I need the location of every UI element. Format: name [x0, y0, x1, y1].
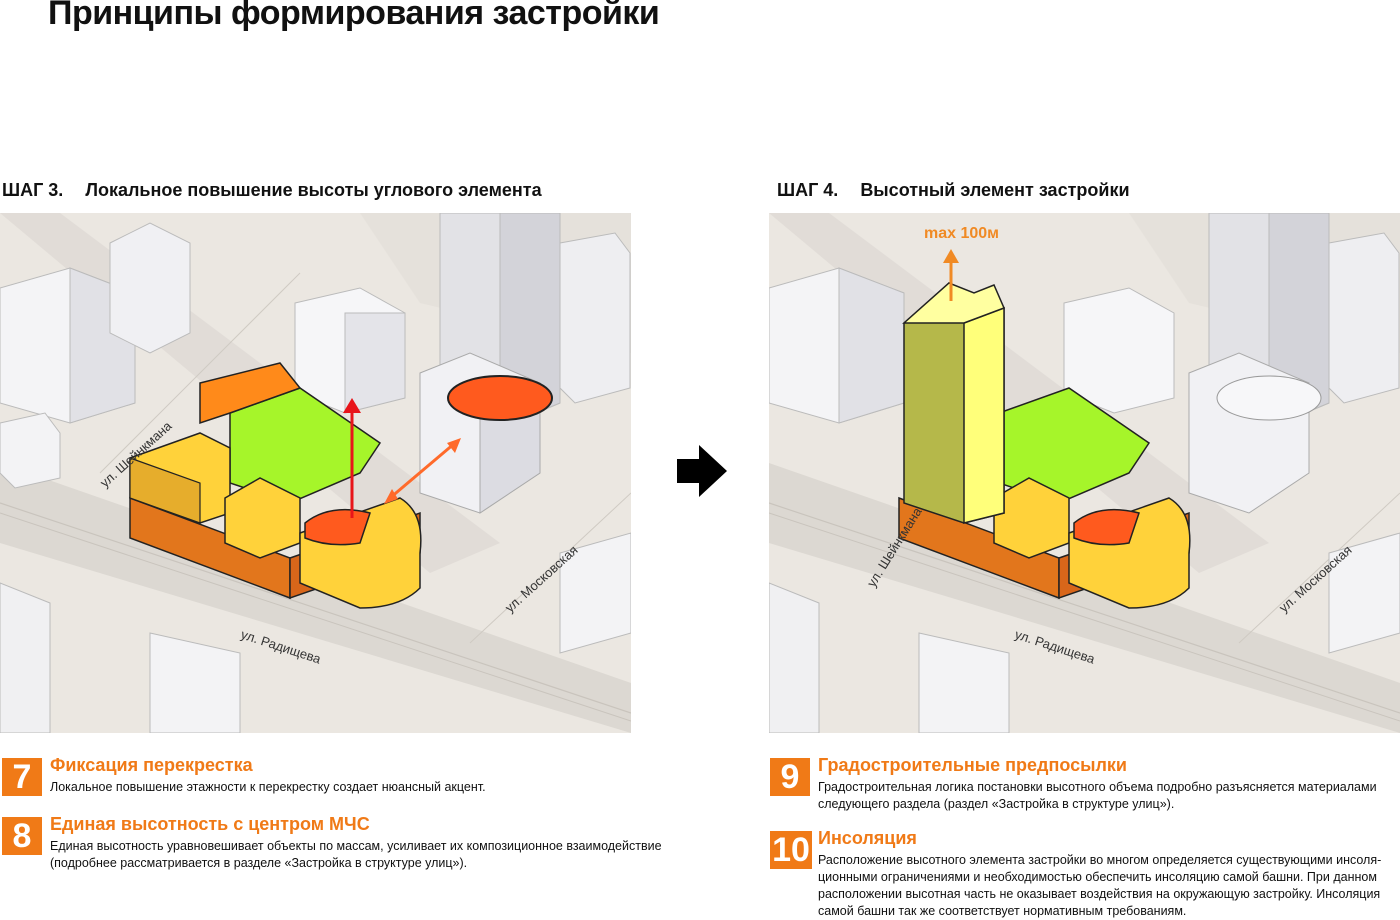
item-number-badge: 7 [2, 758, 42, 796]
step-3-number: ШАГ 3. [2, 180, 64, 200]
item-description: Локальное повышение этажности к перекрес… [50, 780, 486, 794]
item-number-badge: 8 [2, 817, 42, 855]
item-description: Единая высотность уравновешивает объекты… [50, 839, 662, 870]
step-3-title: ШАГ 3. Локальное повышение высоты угловог… [2, 180, 542, 201]
item-description: Расположение высотного элемента застройк… [818, 853, 1382, 918]
step-4-illustration: max 100м ул. Шейнкмана ул. Радищева ул. … [769, 213, 1400, 733]
step-4-number: ШАГ 4. [777, 180, 839, 200]
item-heading: Единая высотность с центром МЧС [50, 814, 370, 834]
item-number-badge: 10 [770, 831, 812, 869]
item-number-badge: 9 [770, 758, 810, 796]
step-3-label: Локальное повышение высоты углового элем… [85, 180, 542, 200]
item-heading: Фиксация перекрестка [50, 755, 253, 775]
next-step-arrow-icon [677, 445, 727, 502]
page-title: Принципы формирования застройки [48, 0, 660, 32]
step-3-illustration: ул. Шейнкмана ул. Радищева ул. Московска… [0, 213, 631, 733]
step-4-label: Высотный элемент застройки [860, 180, 1130, 200]
item-description: Градостроительная логика постановки высо… [818, 780, 1377, 811]
item-heading: Инсоляция [818, 828, 917, 848]
item-heading: Градостроительные предпосылки [818, 755, 1127, 775]
max-height-label: max 100м [924, 225, 999, 242]
step-4-title: ШАГ 4. Высотный элемент застройки [777, 180, 1130, 201]
